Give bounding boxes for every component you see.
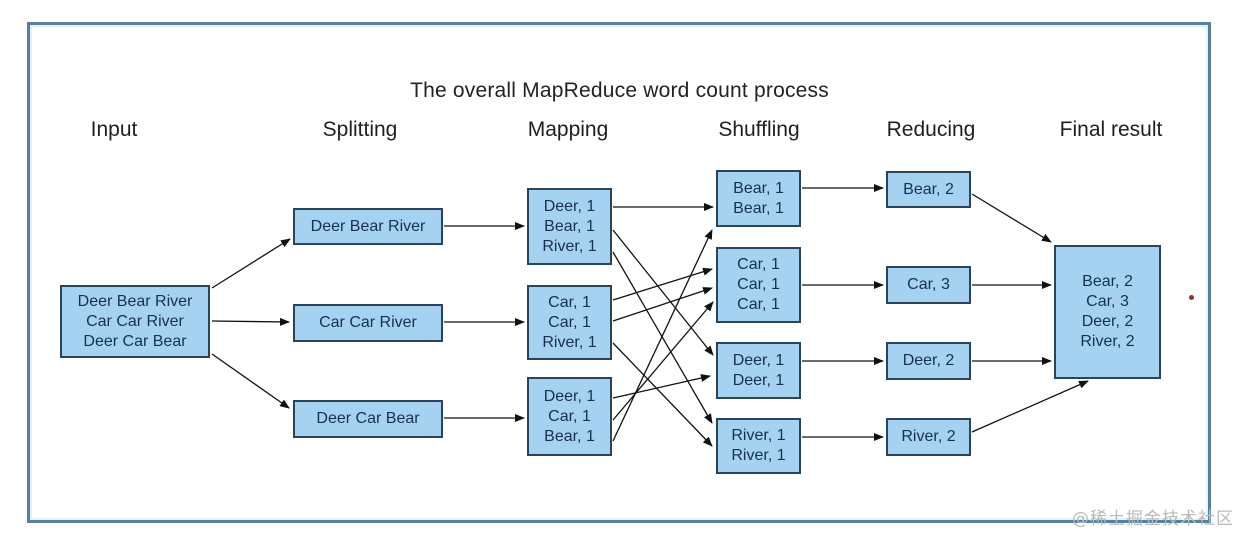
reducing-box-car: Car, 3 [886, 266, 971, 304]
red-dot [1189, 295, 1194, 300]
shuffling-box-deer: Deer, 1 Deer, 1 [716, 342, 801, 399]
shuffling-box-bear: Bear, 1 Bear, 1 [716, 170, 801, 227]
reducing-box-deer: Deer, 2 [886, 342, 971, 380]
column-header-final-result: Final result [1059, 118, 1163, 141]
arrow-map2-car-b [612, 287, 713, 322]
splitting-box-deer-bear-river: Deer Bear River [293, 208, 443, 245]
shuffling-box-car: Car, 1 Car, 1 Car, 1 [716, 247, 801, 323]
mapping-box-3: Deer, 1 Car, 1 Bear, 1 [527, 377, 612, 456]
watermark: @稀土掘金技术社区 [1072, 509, 1234, 529]
diagram-title: The overall MapReduce word count process [410, 79, 829, 102]
arrow-map2-car-a [612, 267, 713, 301]
arrow-input-split3 [211, 353, 290, 409]
column-header-splitting: Splitting [322, 118, 398, 141]
arrow-map1-river [612, 251, 713, 424]
arrow-input-split1 [211, 238, 291, 289]
column-header-mapping: Mapping [527, 118, 609, 141]
input-box: Deer Bear River Car Car River Deer Car B… [60, 285, 210, 358]
final-result-box: Bear, 2 Car, 3 Deer, 2 River, 2 [1054, 245, 1161, 379]
splitting-box-deer-car-bear: Deer Car Bear [293, 400, 443, 438]
mapping-box-2: Car, 1 Car, 1 River, 1 [527, 285, 612, 360]
arrow-map3-deer [612, 374, 711, 399]
diagram-frame [27, 22, 1211, 523]
arrow-reduce-river-final [971, 380, 1089, 433]
mapping-box-1: Deer, 1 Bear, 1 River, 1 [527, 188, 612, 265]
column-header-reducing: Reducing [886, 118, 976, 141]
arrow-reduce-bear-final [971, 193, 1052, 243]
column-header-shuffling: Shuffling [718, 118, 800, 141]
arrow-map3-bear [612, 229, 713, 442]
arrow-map3-car [612, 301, 714, 421]
reducing-box-bear: Bear, 2 [886, 171, 971, 208]
splitting-box-car-car-river: Car Car River [293, 304, 443, 342]
column-header-input: Input [90, 118, 138, 141]
arrow-map2-river [612, 342, 713, 447]
arrow-map1-deer [612, 229, 714, 356]
arrow-input-split2 [211, 317, 290, 326]
reducing-box-river: River, 2 [886, 418, 971, 456]
shuffling-box-river: River, 1 River, 1 [716, 418, 801, 474]
